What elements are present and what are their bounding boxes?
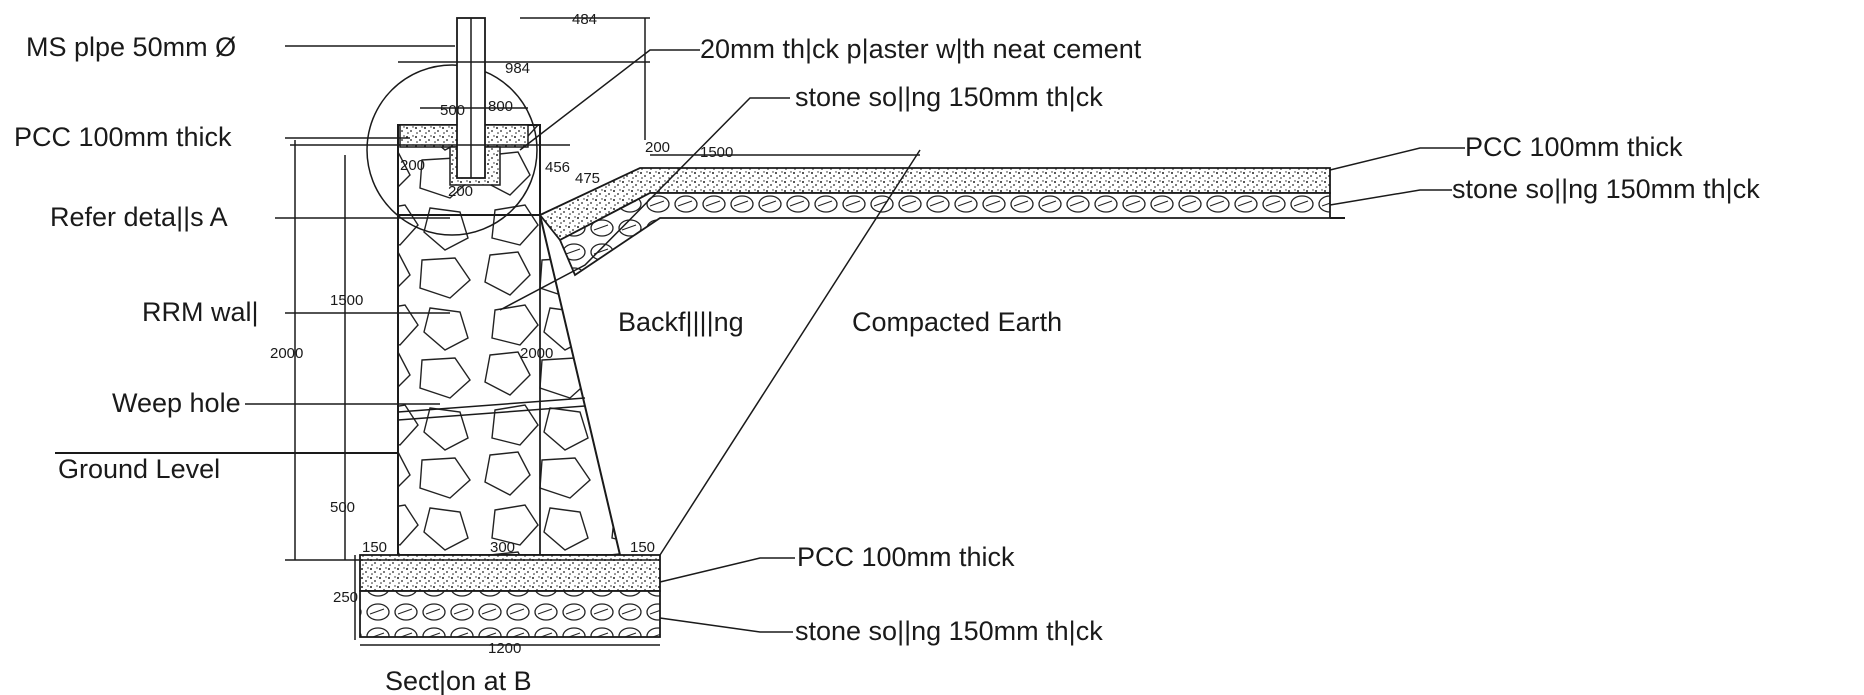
label-ground-level: Ground Level	[58, 454, 220, 484]
label-rrm-wall: RRM wal|	[142, 297, 259, 327]
dim-984: 984	[505, 60, 530, 77]
dim-150-b: 150	[630, 539, 655, 556]
dim-475: 475	[575, 170, 600, 187]
dim-200-c: 200	[645, 139, 670, 156]
dim-250: 250	[333, 589, 358, 606]
footing-layers	[359, 554, 661, 638]
label-plaster: 20mm th|ck p|aster w|th neat cement	[700, 34, 1142, 64]
dim-500: 500	[440, 102, 465, 119]
dim-150-a: 150	[362, 539, 387, 556]
dim-456: 456	[545, 159, 570, 176]
dim-484: 484	[572, 11, 597, 28]
label-ms-pipe: MS plpe 50mm Ø	[26, 32, 236, 62]
dim-200-a: 200	[400, 157, 425, 174]
ms-pipe	[456, 17, 486, 179]
label-stone-soling-right: stone so||ng 150mm th|ck	[1452, 174, 1760, 204]
dim-500-left: 500	[330, 499, 355, 516]
dim-200-b: 200	[448, 183, 473, 200]
label-weep-hole: Weep hole	[112, 388, 241, 418]
label-compacted-earth: Compacted Earth	[852, 307, 1062, 337]
top-deck-layers	[538, 167, 1345, 277]
dim-800: 800	[488, 98, 513, 115]
leader-lines	[245, 45, 1465, 633]
dim-1200: 1200	[488, 640, 521, 657]
dim-300: 300	[490, 539, 515, 556]
label-refer-details: Refer deta||s A	[50, 202, 228, 232]
label-stone-soling-top: stone so||ng 150mm th|ck	[795, 82, 1103, 112]
backfill-boundary	[659, 149, 921, 556]
weep-hole-pipe	[397, 397, 586, 413]
label-stone-soling-bottom: stone so||ng 150mm th|ck	[795, 616, 1103, 646]
dim-2000-left: 2000	[270, 345, 303, 362]
label-pcc-bottom: PCC 100mm thick	[797, 542, 1015, 572]
dimension-lines	[285, 17, 920, 646]
label-backfilling: Backf||||ng	[618, 307, 744, 337]
dim-2000-mid: 2000	[520, 345, 553, 362]
label-pcc-right: PCC 100mm thick	[1465, 132, 1683, 162]
dim-1500: 1500	[330, 292, 363, 309]
detail-a-circle	[366, 64, 538, 236]
label-pcc-left: PCC 100mm thick	[14, 122, 232, 152]
dim-1500-top: 1500	[700, 144, 733, 161]
label-section: Sect|on at B	[385, 666, 532, 695]
